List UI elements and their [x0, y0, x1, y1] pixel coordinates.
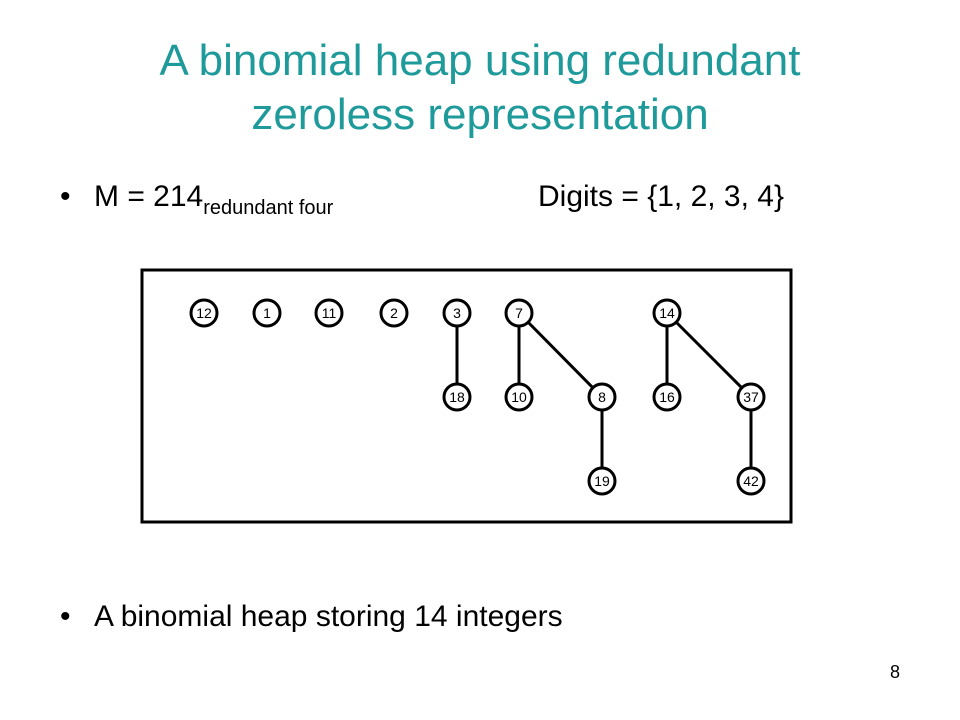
bullet-text: A binomial heap storing 14 integers: [94, 600, 563, 633]
heap-node-19: 19: [587, 466, 617, 496]
heap-node-10: 10: [504, 382, 534, 412]
node-circle: [442, 298, 472, 328]
bullet-representation: • M = 214redundant four: [60, 180, 333, 219]
node-label: 7: [515, 305, 523, 321]
heap-node-1: 1: [252, 298, 282, 328]
heap-node-42: 42: [736, 466, 766, 496]
node-label: 10: [511, 389, 527, 405]
heap-node-16: 16: [652, 382, 682, 412]
node-label: 2: [390, 305, 398, 321]
bullet-heap-size: • A binomial heap storing 14 integers: [60, 600, 563, 634]
node-circle: [442, 382, 472, 412]
node-circle: [652, 298, 682, 328]
heap-node-11: 11: [314, 298, 344, 328]
node-circle: [736, 382, 766, 412]
node-label: 16: [659, 389, 675, 405]
node-circle: [379, 298, 409, 328]
bullet-text: M = 214: [94, 180, 204, 213]
heap-node-18: 18: [442, 382, 472, 412]
node-label: 12: [196, 305, 212, 321]
edge-n14-n37: [665, 311, 753, 399]
node-label: 3: [453, 305, 461, 321]
node-circle: [736, 466, 766, 496]
node-circle: [252, 298, 282, 328]
heap-node-37: 37: [736, 382, 766, 412]
node-circle: [587, 466, 617, 496]
node-circle: [587, 382, 617, 412]
title-line-2: zeroless representation: [251, 90, 709, 139]
node-circle: [504, 382, 534, 412]
edge-n7-n8: [517, 311, 604, 399]
slide-title: A binomial heap using redundant zeroless…: [0, 34, 960, 142]
bullet-marker: •: [60, 600, 71, 633]
node-circle: [314, 298, 344, 328]
node-label: 18: [449, 389, 465, 405]
node-label: 37: [743, 389, 759, 405]
node-label: 19: [594, 473, 610, 489]
node-label: 8: [598, 389, 606, 405]
heap-node-14: 14: [652, 298, 682, 328]
heap-node-12: 12: [189, 298, 219, 328]
node-label: 14: [659, 305, 675, 321]
heap-node-2: 2: [379, 298, 409, 328]
node-label: 11: [322, 305, 337, 321]
node-circle: [504, 298, 534, 328]
heap-node-3: 3: [442, 298, 472, 328]
node-circle: [189, 298, 219, 328]
heap-node-8: 8: [587, 382, 617, 412]
node-label: 42: [743, 473, 759, 489]
title-line-1: A binomial heap using redundant: [159, 36, 801, 85]
node-circle: [652, 382, 682, 412]
page-number: 8: [890, 662, 901, 682]
bullet-marker: •: [60, 180, 71, 213]
digits-set: Digits = {1, 2, 3, 4}: [538, 180, 784, 213]
bullet-subscript: redundant four: [203, 197, 334, 219]
node-label: 1: [263, 305, 271, 321]
heap-node-7: 7: [504, 298, 534, 328]
